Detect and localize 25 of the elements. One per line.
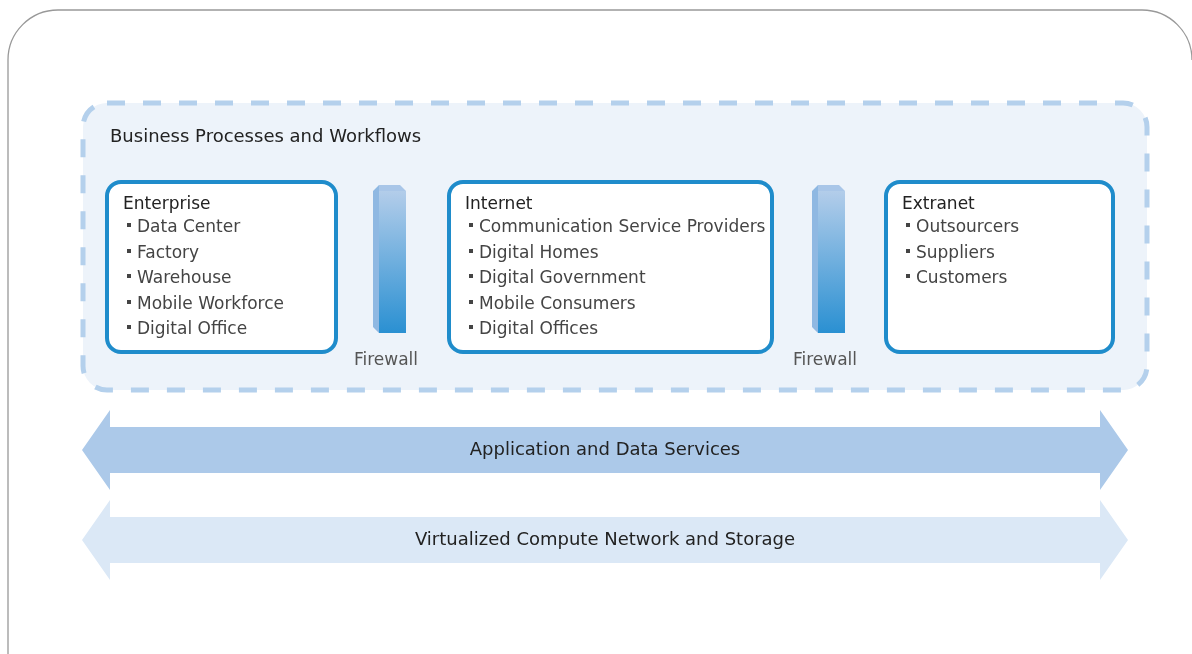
firewall-label: Firewall [352, 349, 420, 369]
category-card [105, 180, 338, 354]
list-item: Factory [127, 239, 200, 265]
list-item: Outsourcers [906, 214, 1020, 240]
card-heading: Extranet [902, 192, 975, 214]
list-item: Mobile Consumers [469, 290, 636, 316]
category-card [447, 180, 774, 354]
list-item: Digital Office [127, 316, 248, 342]
list-item: Communication Service Providers [469, 214, 766, 240]
band-label: Virtualized Compute Network and Storage [413, 528, 797, 549]
list-item: Suppliers [906, 239, 995, 265]
list-item: Mobile Workforce [127, 290, 285, 316]
card-heading: Internet [465, 192, 533, 214]
group-title: Business Processes and Workflows [110, 125, 422, 146]
list-item: Digital Homes [469, 239, 599, 265]
list-item: Customers [906, 265, 1008, 291]
list-item: Warehouse [127, 265, 232, 291]
list-item: Data Center [127, 214, 241, 240]
list-item: Digital Government [469, 265, 646, 291]
band-label: Application and Data Services [468, 438, 742, 459]
card-heading: Enterprise [123, 192, 211, 214]
firewall-label: Firewall [791, 349, 859, 369]
category-card [884, 180, 1115, 354]
group-panel [80, 100, 1150, 393]
list-item: Digital Offices [469, 316, 599, 342]
